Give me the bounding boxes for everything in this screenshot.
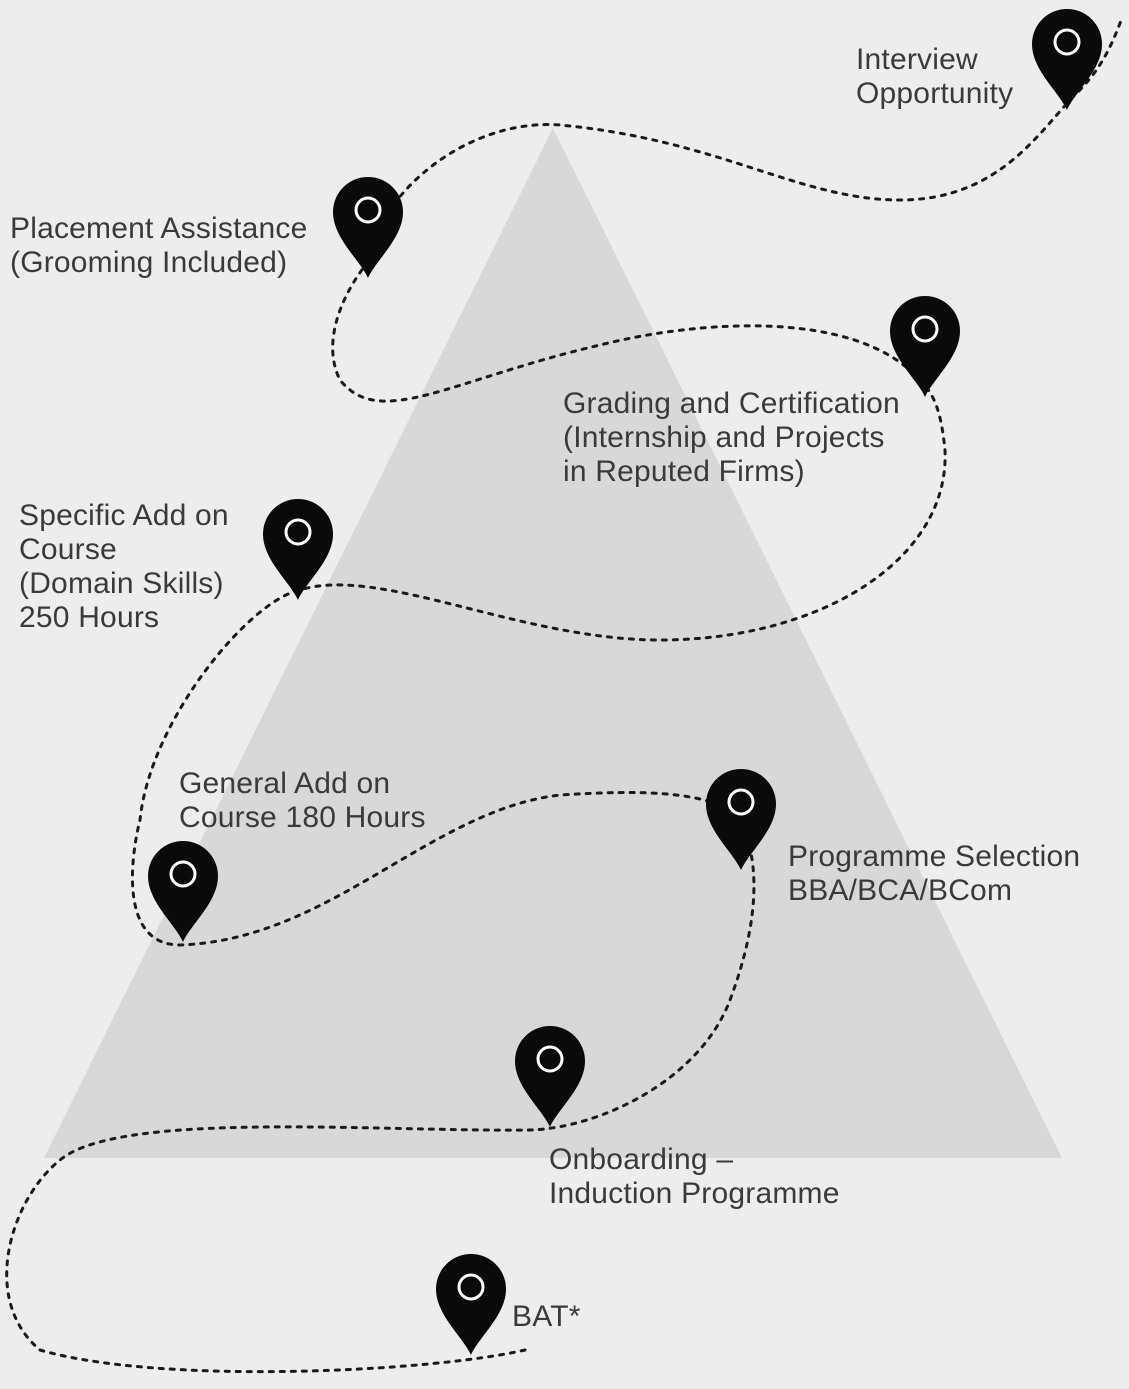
step-text: (Domain Skills) <box>19 567 224 600</box>
map-pin-ring <box>1053 28 1081 56</box>
step-label-specific-add-on: Specific Add on Course (Domain Skills) 2… <box>19 499 229 635</box>
step-text: Placement Assistance <box>10 212 308 245</box>
map-pin-ring <box>911 315 939 343</box>
step-text: General Add on <box>179 767 391 800</box>
map-pin-icon <box>148 841 218 942</box>
map-pin-body <box>515 1026 585 1127</box>
map-pin-icon <box>706 769 776 870</box>
map-pin-body <box>263 499 333 600</box>
step-text: 250 Hours <box>19 601 160 634</box>
step-label-programme-selection: Programme Selection BBA/BCA/BCom <box>788 840 1080 908</box>
map-pin-ring <box>727 788 755 816</box>
map-pin-icon <box>1032 9 1102 110</box>
step-text: Course 180 Hours <box>179 801 426 834</box>
map-pin-icon <box>515 1026 585 1127</box>
step-text: Course <box>19 533 117 566</box>
map-pin-ring <box>457 1273 485 1301</box>
step-label-placement-assistance: Placement Assistance (Grooming Included) <box>10 212 307 280</box>
step-text: BBA/BCA/BCom <box>788 874 1013 907</box>
step-text: (Grooming Included) <box>10 246 288 279</box>
map-pin-ring <box>354 196 382 224</box>
map-pin-ring <box>284 518 312 546</box>
step-text: Interview <box>856 43 978 76</box>
map-pin-body <box>148 841 218 942</box>
map-pin-body <box>436 1254 506 1355</box>
map-pin-icon <box>436 1254 506 1355</box>
step-label-grading-certification: Grading and Certification (Internship an… <box>563 387 900 489</box>
map-pin-body <box>333 177 403 278</box>
map-pin-body <box>1032 9 1102 110</box>
map-pin-icon <box>263 499 333 600</box>
step-text: in Reputed Firms) <box>563 455 805 488</box>
pyramid-shape <box>44 128 1062 1158</box>
step-text: Specific Add on <box>19 499 229 532</box>
map-pin-body <box>890 296 960 397</box>
step-text: Grading and Certification <box>563 387 900 420</box>
step-label-interview-opportunity: Interview Opportunity <box>856 43 1013 111</box>
dotted-journey-path <box>5 16 1124 1374</box>
step-label-general-add-on: General Add on Course 180 Hours <box>179 767 426 835</box>
step-label-onboarding: Onboarding – Induction Programme <box>549 1143 840 1211</box>
map-pin-icon <box>333 177 403 278</box>
step-text: Opportunity <box>856 77 1014 110</box>
map-pin-icon <box>890 296 960 397</box>
step-text: (Internship and Projects <box>563 421 885 454</box>
step-text: BAT* <box>512 1300 581 1333</box>
step-text: Programme Selection <box>788 840 1081 873</box>
map-pin-ring <box>536 1045 564 1073</box>
map-pin-ring <box>169 860 197 888</box>
step-text: Onboarding – <box>549 1143 734 1176</box>
map-pin-body <box>706 769 776 870</box>
step-text: Induction Programme <box>549 1177 840 1210</box>
step-label-bat: BAT* <box>512 1300 581 1334</box>
